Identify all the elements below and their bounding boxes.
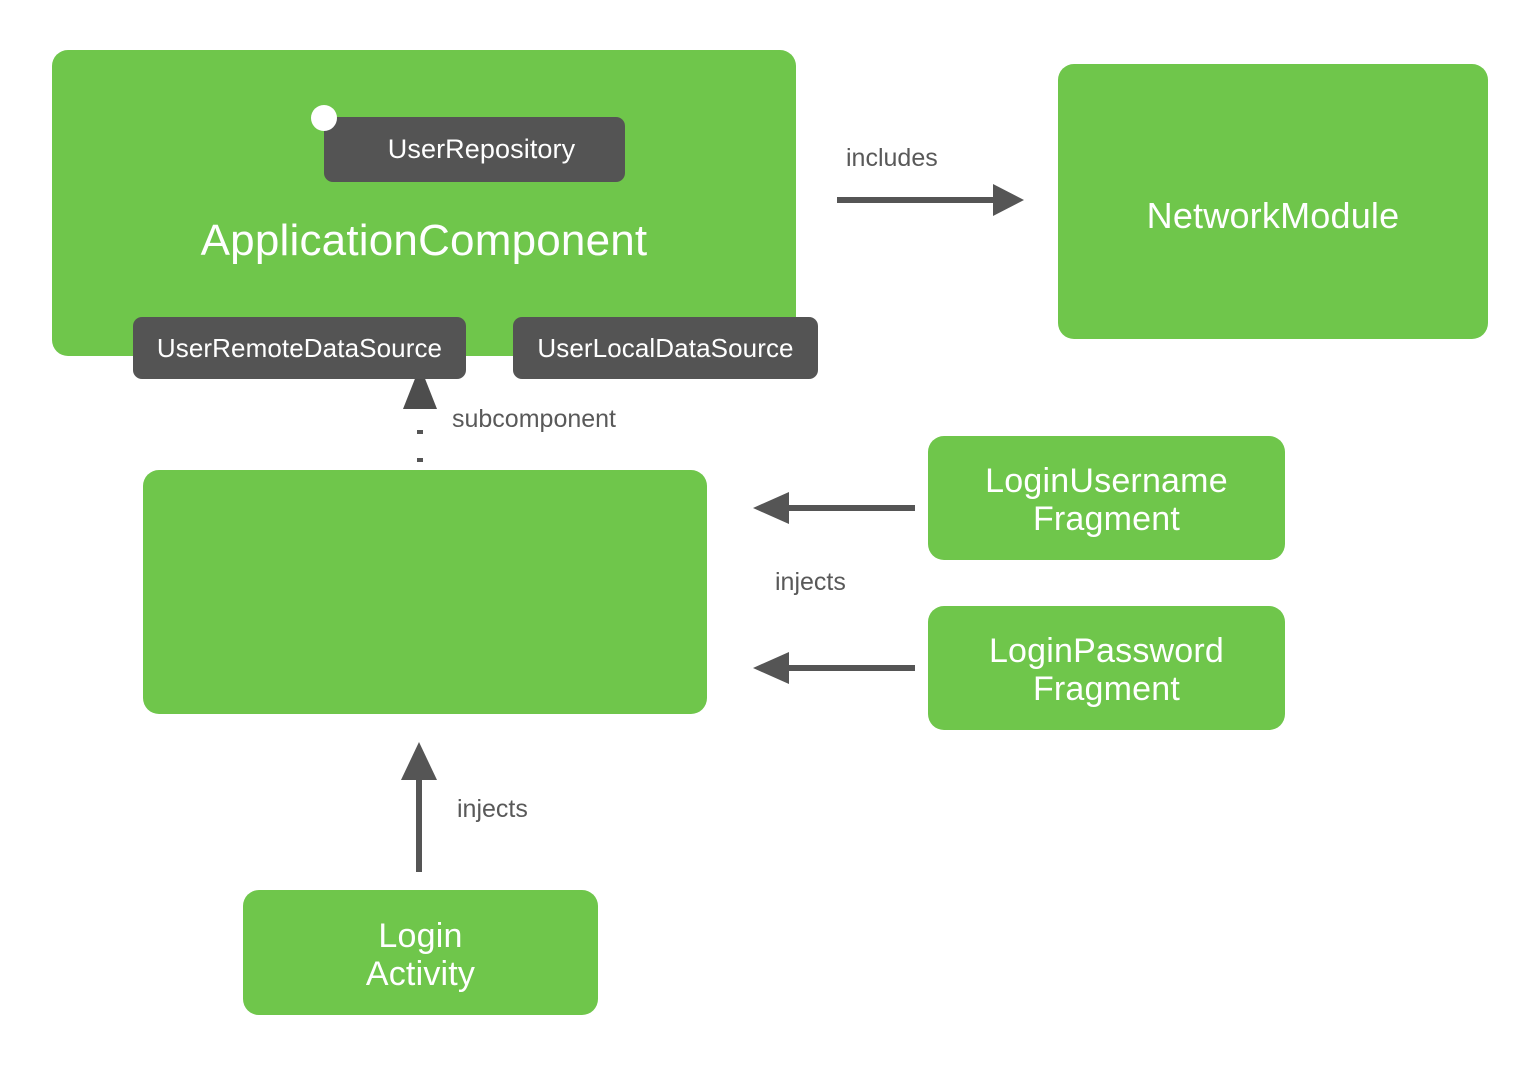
edge-label-includes: includes <box>846 144 938 172</box>
node-application-component[interactable]: ApplicationComponent UserRepository User… <box>52 50 818 379</box>
edge-label-subcomponent: subcomponent <box>452 405 617 433</box>
node-login-component[interactable]: LoginComponent LoginViewModel <box>143 470 707 1068</box>
login-activity-title: Login Activity <box>365 917 476 994</box>
edge-includes <box>837 184 1024 216</box>
chip-user-local-data-source[interactable]: UserLocalDataSource <box>513 317 818 379</box>
application-component-title: ApplicationComponent <box>200 216 648 265</box>
edge-injects-activity <box>401 742 437 872</box>
edge-injects-username <box>753 492 915 524</box>
chip-user-repository-label: UserRepository <box>387 134 576 164</box>
socket-dot-icon <box>311 105 337 131</box>
edge-subcomponent <box>403 366 437 462</box>
login-password-fragment-title: LoginPassword Fragment <box>988 632 1225 709</box>
login-component-title: LoginComponent <box>256 1036 594 1068</box>
chip-user-remote-data-source-label: UserRemoteDataSource <box>156 332 443 363</box>
node-login-activity[interactable]: Login Activity <box>243 890 598 1015</box>
chip-user-remote-data-source[interactable]: UserRemoteDataSource <box>133 317 466 379</box>
node-login-password-fragment[interactable]: LoginPassword Fragment <box>928 606 1285 730</box>
edge-injects-password <box>753 652 915 684</box>
node-network-module[interactable]: NetworkModule LoginRetrofitService <box>1058 64 1488 339</box>
network-module-title: NetworkModule <box>1146 195 1400 236</box>
chip-user-local-data-source-label: UserLocalDataSource <box>537 332 794 363</box>
edge-label-injects-activity: injects <box>457 795 528 823</box>
login-username-fragment-title: LoginUsername Fragment <box>985 462 1228 539</box>
node-login-username-fragment[interactable]: LoginUsername Fragment <box>928 436 1285 560</box>
chip-user-repository[interactable]: UserRepository <box>311 105 625 182</box>
edge-label-injects-fragments: injects <box>775 568 846 596</box>
